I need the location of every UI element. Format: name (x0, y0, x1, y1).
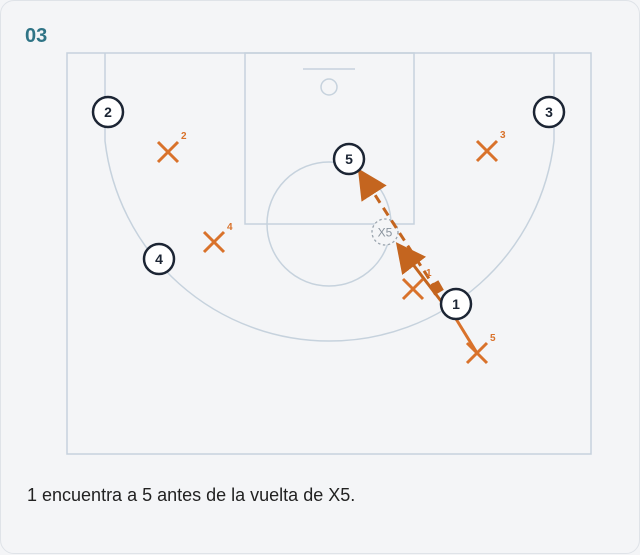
offense-player-3: 3 (532, 95, 566, 129)
ghost-defender-x5: X5 (371, 218, 399, 246)
play-caption: 1 encuentra a 5 antes de la vuelta de X5… (27, 485, 356, 505)
defender-x3: 3 (475, 130, 506, 163)
defender-x2: 2 (156, 131, 187, 164)
defender-x5: 5 (465, 333, 496, 365)
defender-x1-label: 1 (426, 268, 432, 279)
offense-player-5-label: 5 (345, 151, 353, 167)
offense-player-2-label: 2 (104, 104, 112, 120)
rim (320, 78, 338, 96)
defender-x5-label: 5 (490, 333, 496, 344)
offense-player-2: 2 (91, 95, 125, 129)
step-number: 03 (25, 25, 48, 47)
defender-x2-label: 2 (181, 131, 187, 142)
offense-player-1: 1 (439, 287, 473, 321)
offense-player-5: 5 (332, 142, 366, 176)
dribble-handle-marker (428, 280, 444, 296)
offense-player-4: 4 (142, 242, 176, 276)
offense-player-3-label: 3 (545, 104, 553, 120)
defender-x3-label: 3 (500, 130, 506, 141)
defender-path-line (451, 313, 479, 354)
ghost-defender-label: X5 (378, 226, 393, 240)
defender-x4: 4 (202, 222, 233, 254)
offense-player-1-label: 1 (452, 296, 460, 312)
defender-x1: 1 (401, 268, 432, 301)
free-throw-lane (244, 52, 415, 225)
three-point-line (104, 53, 555, 342)
defender-x4-label: 4 (227, 222, 233, 233)
offense-player-4-label: 4 (155, 251, 163, 267)
